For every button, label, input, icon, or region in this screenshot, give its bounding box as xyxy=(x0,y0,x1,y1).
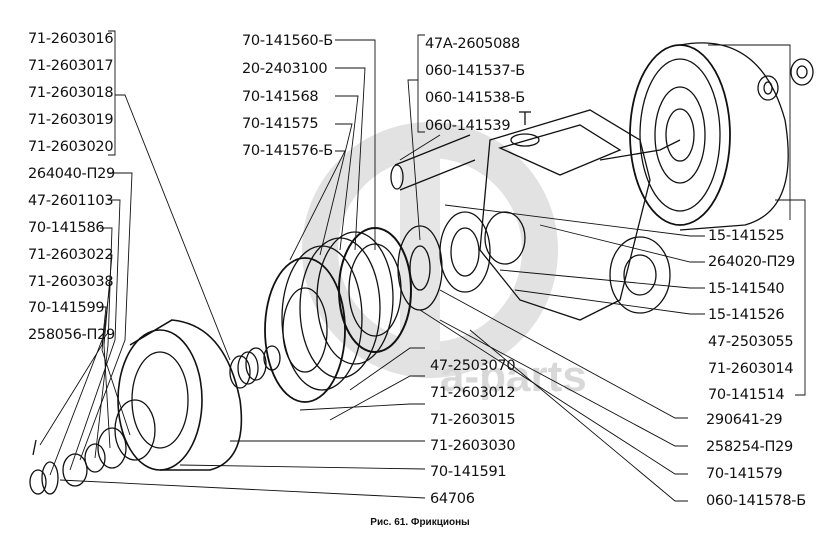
brake-drum-left xyxy=(29,319,243,495)
part-label: 71-2603018 xyxy=(28,85,114,101)
part-label: 15-141540 xyxy=(708,281,785,297)
part-label: 15-141526 xyxy=(708,307,785,323)
part-label: 70-141579 xyxy=(706,466,783,482)
part-label: 71-2603015 xyxy=(430,412,516,428)
clutch-disc-stack xyxy=(264,227,412,403)
part-label: 70-141576-Б xyxy=(242,143,333,159)
part-label: 47-2503070 xyxy=(430,358,516,374)
part-label: 70-141591 xyxy=(430,464,507,480)
part-label: 70-141568 xyxy=(242,89,319,105)
part-label: 060-141539 xyxy=(425,118,511,134)
part-label: 290641-29 xyxy=(706,412,783,428)
part-label: 71-2603019 xyxy=(28,112,114,128)
part-label: 47А-2605088 xyxy=(425,36,520,52)
part-label: 70-141560-Б xyxy=(242,33,333,49)
part-label: 264040-П29 xyxy=(28,166,115,182)
watermark-text: a-parts xyxy=(440,352,587,401)
part-label: 15-141525 xyxy=(708,228,785,244)
part-label: 264020-П29 xyxy=(708,254,795,270)
part-label: 70-141514 xyxy=(708,387,785,403)
drive-hub xyxy=(397,211,526,311)
brake-drum-right xyxy=(629,42,789,231)
part-label: 47-2503055 xyxy=(708,334,794,350)
part-label: 70-141575 xyxy=(242,116,319,132)
part-label: 71-2603014 xyxy=(708,361,794,377)
gearbox-housing xyxy=(390,109,681,321)
leader-lines xyxy=(39,30,806,502)
part-label: 258254-П29 xyxy=(706,439,793,455)
part-label: 71-2603030 xyxy=(430,438,516,454)
part-label: 64706 xyxy=(430,491,475,507)
part-label: 20-2403100 xyxy=(242,61,328,77)
part-label: 71-2603017 xyxy=(28,58,114,74)
part-label: 71-2603022 xyxy=(28,247,114,263)
part-label: 47-2601103 xyxy=(28,193,114,209)
part-label: 71-2603020 xyxy=(28,139,114,155)
part-label: 71-2603012 xyxy=(430,385,516,401)
part-label: 060-141537-Б xyxy=(425,63,525,79)
part-label: 060-141538-Б xyxy=(425,90,525,106)
part-label: 060-141578-Б xyxy=(706,493,806,509)
spring-washer xyxy=(229,345,281,389)
part-label: 70-141599 xyxy=(28,300,105,316)
part-label: 258056-П29 xyxy=(28,327,115,343)
part-label: 71-2603038 xyxy=(28,274,114,290)
figure-caption: Рис. 61. Фрикционы xyxy=(370,517,470,528)
part-label: 71-2603016 xyxy=(28,31,114,47)
nut-washers-right xyxy=(757,58,814,101)
part-label: 70-141586 xyxy=(28,220,105,236)
